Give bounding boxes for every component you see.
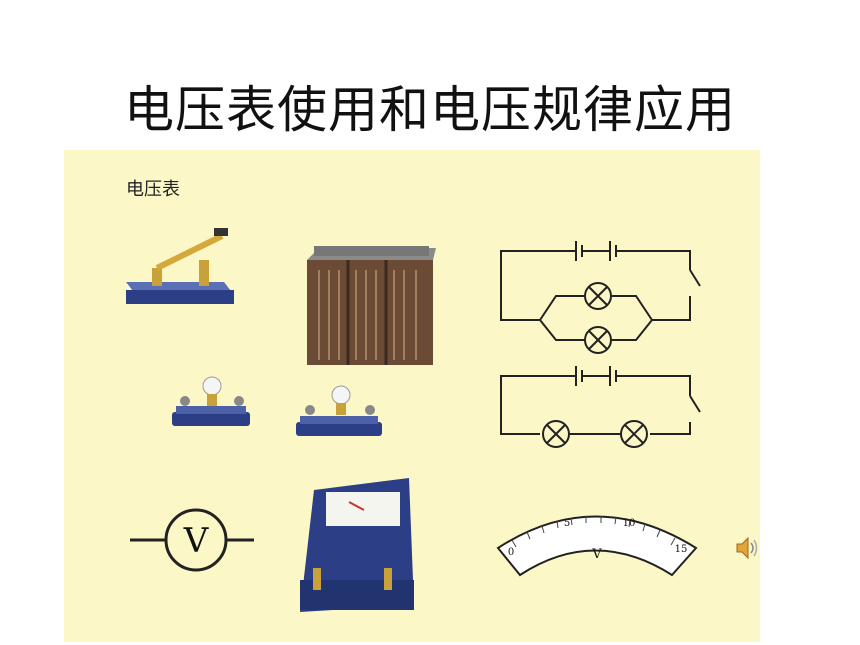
voltmeter-dial-diagram: 0 5 10 15 V [496,515,698,577]
voltmeter-symbol-letter: V [183,521,210,561]
speaker-icon[interactable] [735,533,759,563]
parallel-circuit-diagram [500,241,701,354]
battery-illustration [307,246,436,365]
dial-scale-15: 15 [675,544,688,555]
panel-label: 电压表 [126,179,180,200]
bulb-holder-illustration-2 [296,385,382,436]
illustration-svg: V [126,228,701,612]
series-circuit-diagram [500,366,701,448]
dial-unit-letter: V [591,547,602,562]
voltmeter-device-illustration [300,478,414,612]
voltmeter-symbol: V [130,508,254,572]
knife-switch-illustration [126,228,234,304]
illustration-panel: 电压表 [64,150,760,642]
bulb-holder-illustration-1 [172,376,250,426]
dial-scale-10: 10 [623,518,636,529]
dial-scale-5: 5 [564,518,570,529]
page-title: 电压表使用和电压规律应用 [124,81,736,139]
dial-scale-0: 0 [508,547,514,558]
